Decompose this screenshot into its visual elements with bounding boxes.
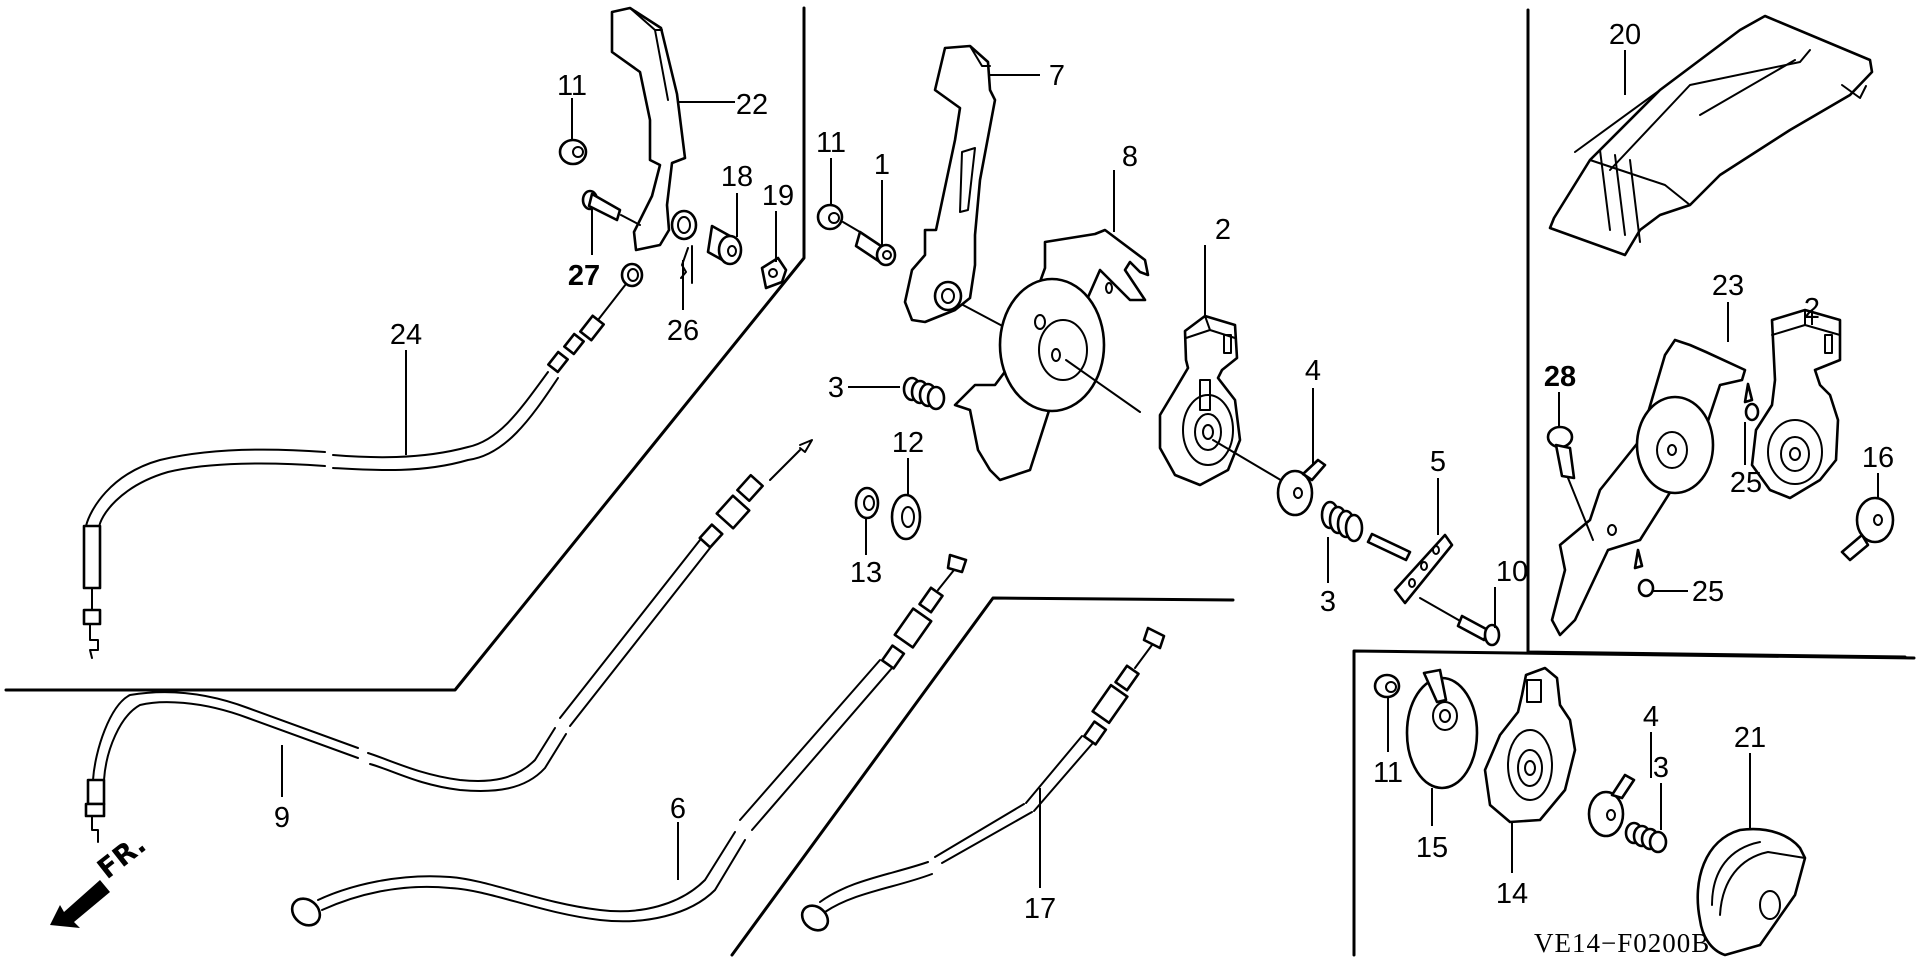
cable-24[interactable]	[82, 371, 559, 659]
cable-6[interactable]	[287, 553, 968, 931]
callout-3-bottom: 3	[1653, 752, 1669, 784]
nut-11-bottom[interactable]	[1373, 673, 1401, 699]
callout-2-middle: 2	[1215, 214, 1231, 246]
collar-1[interactable]	[854, 230, 897, 267]
control-lever-2-middle[interactable]	[1158, 314, 1242, 487]
callout-4-bottom: 4	[1643, 701, 1659, 733]
callout-16: 16	[1862, 442, 1894, 474]
bracket-23[interactable]	[1550, 338, 1747, 637]
screw-25-lower[interactable]	[1633, 548, 1655, 598]
cable-24-end	[547, 262, 644, 374]
callout-10: 10	[1496, 556, 1528, 588]
friction-plate-4-bottom[interactable]	[1587, 773, 1636, 838]
callout-15: 15	[1416, 832, 1448, 864]
collar-18[interactable]	[706, 224, 743, 266]
cover-21[interactable]	[1696, 827, 1807, 957]
divider-right-bottom-section	[1352, 649, 1916, 957]
cable-9[interactable]	[84, 439, 813, 843]
lever-cover-20[interactable]	[1548, 14, 1874, 257]
callout-8: 8	[1122, 141, 1138, 173]
callout-11-middle: 11	[816, 127, 846, 159]
right-top-assembly	[1546, 14, 1895, 637]
callout-labels: 11 22 27 18 19 26 24 11 1 7 8 2 4 3 12 1…	[274, 19, 1894, 925]
spring-3-middle[interactable]	[1320, 500, 1364, 543]
bolt-28[interactable]	[1546, 425, 1594, 541]
lever-22-assembly	[547, 6, 788, 374]
control-lever-14[interactable]	[1483, 666, 1577, 824]
callout-11-left: 11	[557, 70, 587, 102]
screw-25-upper[interactable]	[1743, 382, 1760, 422]
spring-3-bottom[interactable]	[1624, 821, 1668, 854]
callout-20: 20	[1609, 19, 1641, 51]
leader-lines	[281, 50, 1879, 888]
friction-plate-4-middle[interactable]	[1276, 458, 1327, 517]
callout-27: 27	[568, 260, 600, 292]
cable-17[interactable]	[797, 626, 1166, 935]
callout-4-middle: 4	[1305, 355, 1321, 387]
nut-11-middle[interactable]	[816, 203, 844, 231]
callout-28: 28	[1544, 361, 1576, 393]
callout-22: 22	[736, 89, 768, 121]
washer-13[interactable]	[854, 486, 880, 520]
washer-12[interactable]	[890, 493, 922, 541]
lever-22[interactable]	[610, 6, 687, 252]
callout-14: 14	[1496, 878, 1528, 910]
plate-15[interactable]	[1405, 668, 1479, 790]
front-direction-indicator: FR.	[50, 828, 152, 928]
divider-left-section	[4, 6, 806, 692]
callout-9: 9	[274, 802, 290, 834]
cable-24-sleeve	[82, 524, 102, 590]
lever-22-boss	[670, 209, 698, 241]
callout-12: 12	[892, 427, 924, 459]
section-dividers	[4, 6, 1916, 957]
holder-plate-5[interactable]	[1366, 532, 1454, 605]
bolt-10[interactable]	[1456, 614, 1501, 647]
front-label: FR.	[91, 828, 152, 886]
callout-19: 19	[762, 180, 794, 212]
callout-1: 1	[874, 149, 890, 181]
spring-3-left[interactable]	[902, 376, 946, 411]
nut-11-left[interactable]	[558, 138, 588, 166]
bracket-8[interactable]	[953, 228, 1150, 482]
right-bottom-assembly	[1373, 666, 1807, 957]
callout-3-middle: 3	[1320, 586, 1336, 618]
callout-2-right: 2	[1804, 293, 1820, 325]
lever-7[interactable]	[903, 44, 997, 324]
callout-7: 7	[1049, 60, 1065, 92]
callout-13: 13	[850, 557, 882, 589]
friction-plate-16[interactable]	[1840, 496, 1895, 562]
callout-11-bottom: 11	[1373, 757, 1403, 789]
callout-23: 23	[1712, 270, 1744, 302]
diagram-reference-code: VE14−F0200B	[1534, 928, 1710, 958]
front-arrow-icon	[50, 880, 110, 928]
callout-18: 18	[721, 161, 753, 193]
callout-25-lower: 25	[1692, 576, 1724, 608]
callout-26: 26	[667, 315, 699, 347]
bolt-27[interactable]	[581, 189, 641, 226]
callout-5: 5	[1430, 446, 1446, 478]
callout-17: 17	[1024, 893, 1056, 925]
callout-3-left: 3	[828, 372, 844, 404]
callout-24: 24	[390, 319, 422, 351]
callout-25-upper: 25	[1730, 467, 1762, 499]
callout-6: 6	[670, 793, 686, 825]
divider-cable-17-section	[730, 596, 1235, 957]
callout-21: 21	[1734, 722, 1766, 754]
lever-7-assembly	[816, 44, 1501, 647]
control-lever-2-right[interactable]	[1750, 308, 1842, 500]
